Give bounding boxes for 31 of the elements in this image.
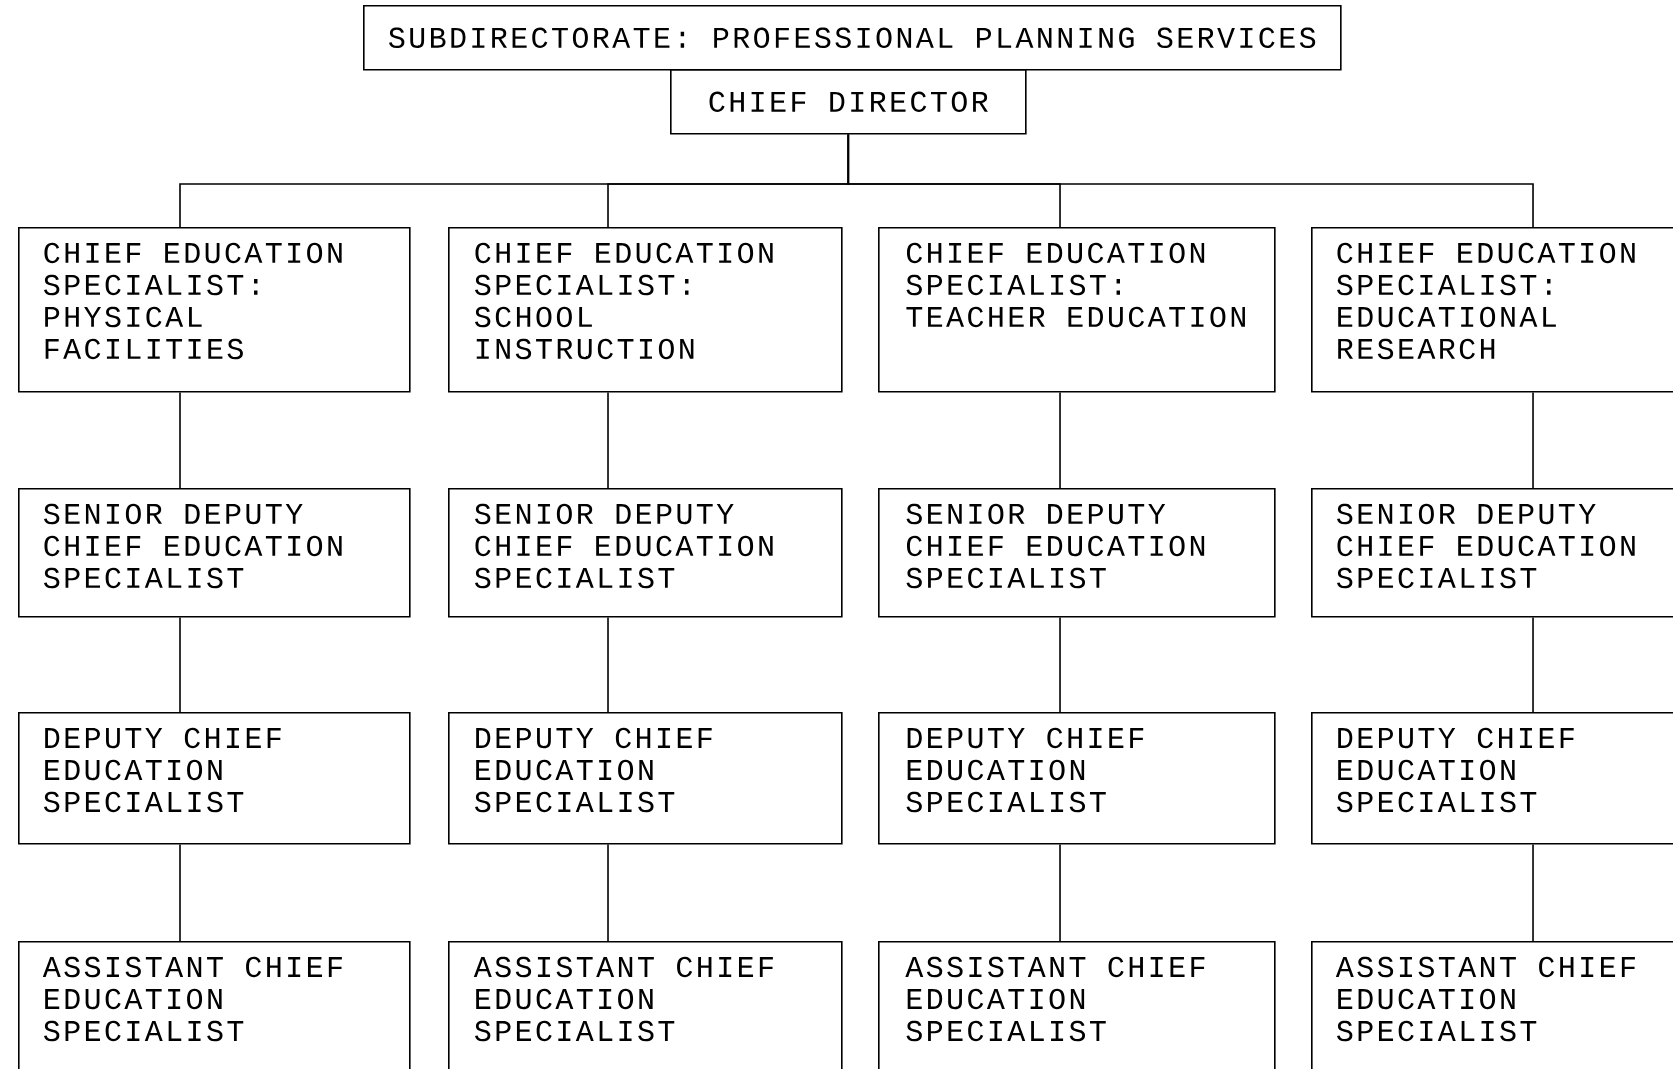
position-box: DEPUTY CHIEF EDUCATION SPECIALIST [1311, 712, 1673, 845]
connector-line [1059, 843, 1061, 942]
position-box: CHIEF EDUCATION SPECIALIST: SCHOOL INSTRUCTION [448, 227, 843, 393]
position-box: SENIOR DEPUTY CHIEF EDUCATION SPECIALIST [448, 488, 843, 618]
connector-line [1532, 843, 1534, 942]
position-box: DEPUTY CHIEF EDUCATION SPECIALIST [878, 712, 1276, 845]
connector-line [179, 843, 181, 942]
position-box: DEPUTY CHIEF EDUCATION SPECIALIST [18, 712, 411, 845]
position-box: SENIOR DEPUTY CHIEF EDUCATION SPECIALIST [1311, 488, 1673, 618]
connector-line [179, 391, 181, 489]
connector-line [1532, 616, 1534, 713]
connector-line [847, 133, 1534, 228]
connector-line [607, 391, 609, 489]
position-box: SENIOR DEPUTY CHIEF EDUCATION SPECIALIST [878, 488, 1276, 618]
connector-line [1059, 391, 1061, 489]
connector-line [1532, 391, 1534, 489]
position-box: ASSISTANT CHIEF EDUCATION SPECIALIST [18, 941, 411, 1069]
director-box: CHIEF DIRECTOR [670, 69, 1027, 135]
position-box: DEPUTY CHIEF EDUCATION SPECIALIST [448, 712, 843, 845]
position-box: ASSISTANT CHIEF EDUCATION SPECIALIST [1311, 941, 1673, 1069]
position-box: ASSISTANT CHIEF EDUCATION SPECIALIST [448, 941, 843, 1069]
position-box: CHIEF EDUCATION SPECIALIST: EDUCATIONAL RESEARCH [1311, 227, 1673, 393]
position-box: SENIOR DEPUTY CHIEF EDUCATION SPECIALIST [18, 488, 411, 618]
title-box: SUBDIRECTORATE: PROFESSIONAL PLANNING SERVICES [363, 5, 1342, 71]
connector-line [1059, 616, 1061, 713]
position-box: CHIEF EDUCATION SPECIALIST: TEACHER EDUCATION [878, 227, 1276, 393]
connector-line [607, 843, 609, 942]
position-box: ASSISTANT CHIEF EDUCATION SPECIALIST [878, 941, 1276, 1069]
connector-line [179, 616, 181, 713]
connector-line [607, 616, 609, 713]
position-box: CHIEF EDUCATION SPECIALIST: PHYSICAL FACILITIES [18, 227, 411, 393]
